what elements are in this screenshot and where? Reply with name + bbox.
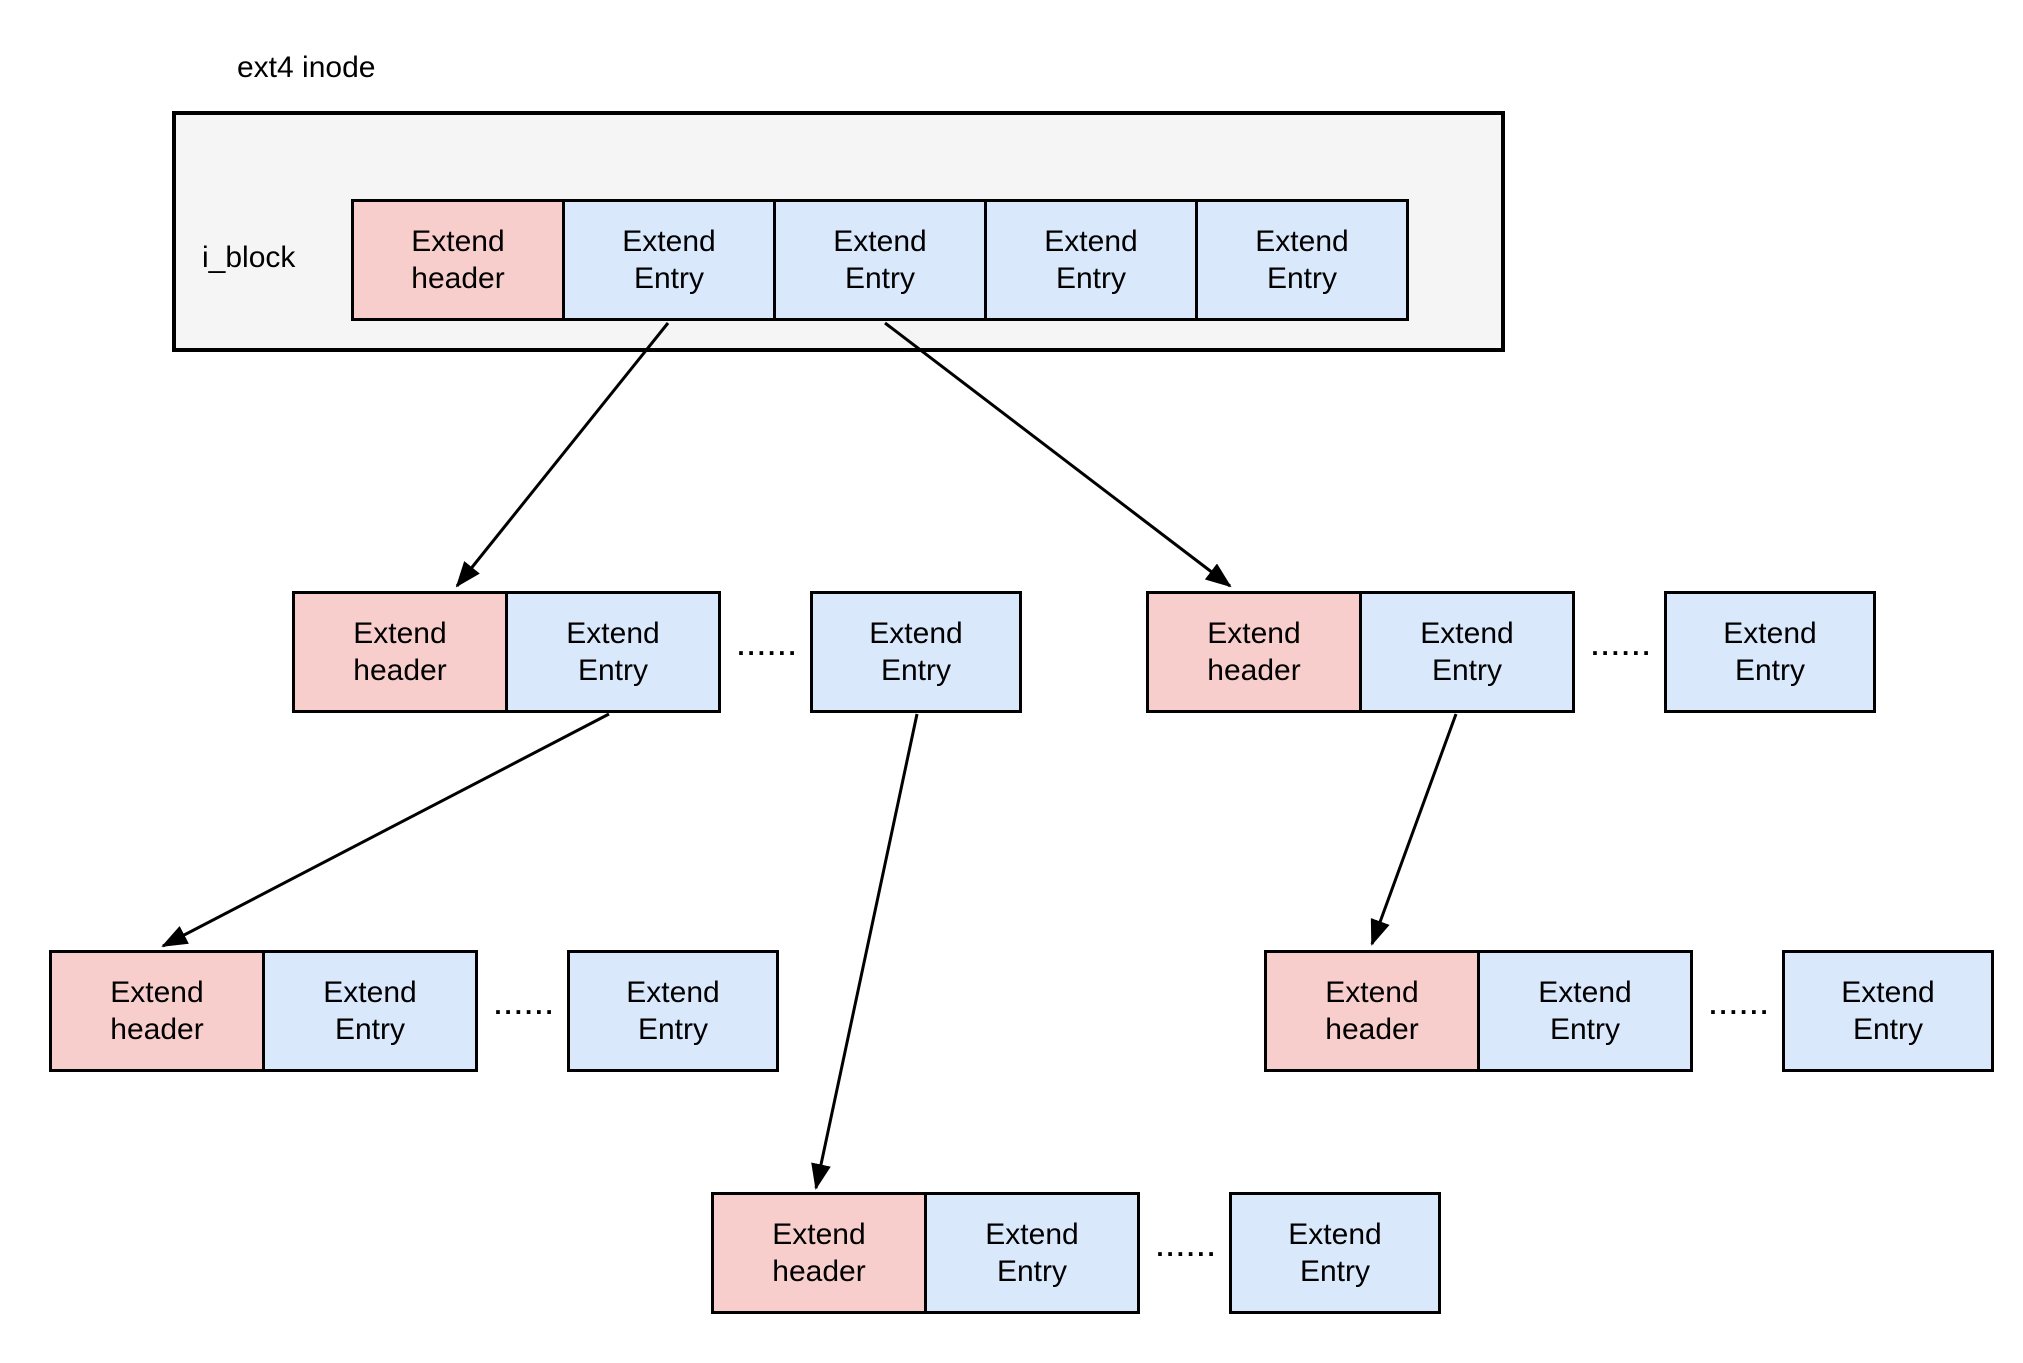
index-node-left: Extend header Extend Entry ...... Extend…	[292, 591, 1032, 713]
extent-entry-cell: Extend Entry	[562, 199, 776, 321]
extent-header-cell: Extend header	[351, 199, 565, 321]
leaf-node-right: Extend header Extend Entry ...... Extend…	[1264, 950, 2004, 1072]
arrow-index-left-to-leaf-bottom	[811, 713, 919, 1190]
ext4-inode-label: ext4 inode	[237, 51, 376, 84]
extent-entry-cell: Extend Entry	[1477, 950, 1693, 1072]
ellipsis-dots: ......	[1591, 631, 1653, 661]
extent-entry-cell: Extend Entry	[1664, 591, 1876, 713]
extent-entry-cell: Extend Entry	[505, 591, 721, 713]
extent-header-cell: Extend header	[711, 1192, 927, 1314]
ellipsis-dots: ......	[1156, 1232, 1218, 1262]
index-left-block: Extend header Extend Entry	[292, 591, 721, 713]
arrow-inode-entry1-to-index-left	[455, 322, 670, 588]
inode-extent-row: Extend header Extend Entry Extend Entry …	[351, 199, 1409, 321]
leaf-right-block: Extend header Extend Entry	[1264, 950, 1693, 1072]
extent-header-cell: Extend header	[292, 591, 508, 713]
ellipsis-dots: ......	[737, 631, 799, 661]
ellipsis-dots: ......	[1709, 990, 1771, 1020]
extent-entry-cell: Extend Entry	[1359, 591, 1575, 713]
arrow-index-left-to-leaf-left	[161, 712, 610, 948]
arrow-inode-entry2-to-index-right	[884, 321, 1232, 588]
extent-header-cell: Extend header	[49, 950, 265, 1072]
leaf-node-left: Extend header Extend Entry ...... Extend…	[49, 950, 789, 1072]
extent-entry-cell: Extend Entry	[773, 199, 987, 321]
extent-entry-cell: Extend Entry	[924, 1192, 1140, 1314]
leaf-node-bottom: Extend header Extend Entry ...... Extend…	[711, 1192, 1451, 1314]
extent-entry-cell: Extend Entry	[567, 950, 779, 1072]
index-right-block: Extend header Extend Entry	[1146, 591, 1575, 713]
index-node-right: Extend header Extend Entry ...... Extend…	[1146, 591, 1886, 713]
extent-header-cell: Extend header	[1264, 950, 1480, 1072]
extent-entry-cell: Extend Entry	[262, 950, 478, 1072]
arrow-index-right-to-leaf-right	[1370, 713, 1458, 946]
leaf-left-block: Extend header Extend Entry	[49, 950, 478, 1072]
extent-entry-cell: Extend Entry	[810, 591, 1022, 713]
extent-header-cell: Extend header	[1146, 591, 1362, 713]
extent-entry-cell: Extend Entry	[1782, 950, 1994, 1072]
leaf-bottom-block: Extend header Extend Entry	[711, 1192, 1140, 1314]
i-block-label: i_block	[202, 241, 296, 274]
extent-entry-cell: Extend Entry	[1229, 1192, 1441, 1314]
ellipsis-dots: ......	[494, 990, 556, 1020]
extent-entry-cell: Extend Entry	[984, 199, 1198, 321]
extent-entry-cell: Extend Entry	[1195, 199, 1409, 321]
